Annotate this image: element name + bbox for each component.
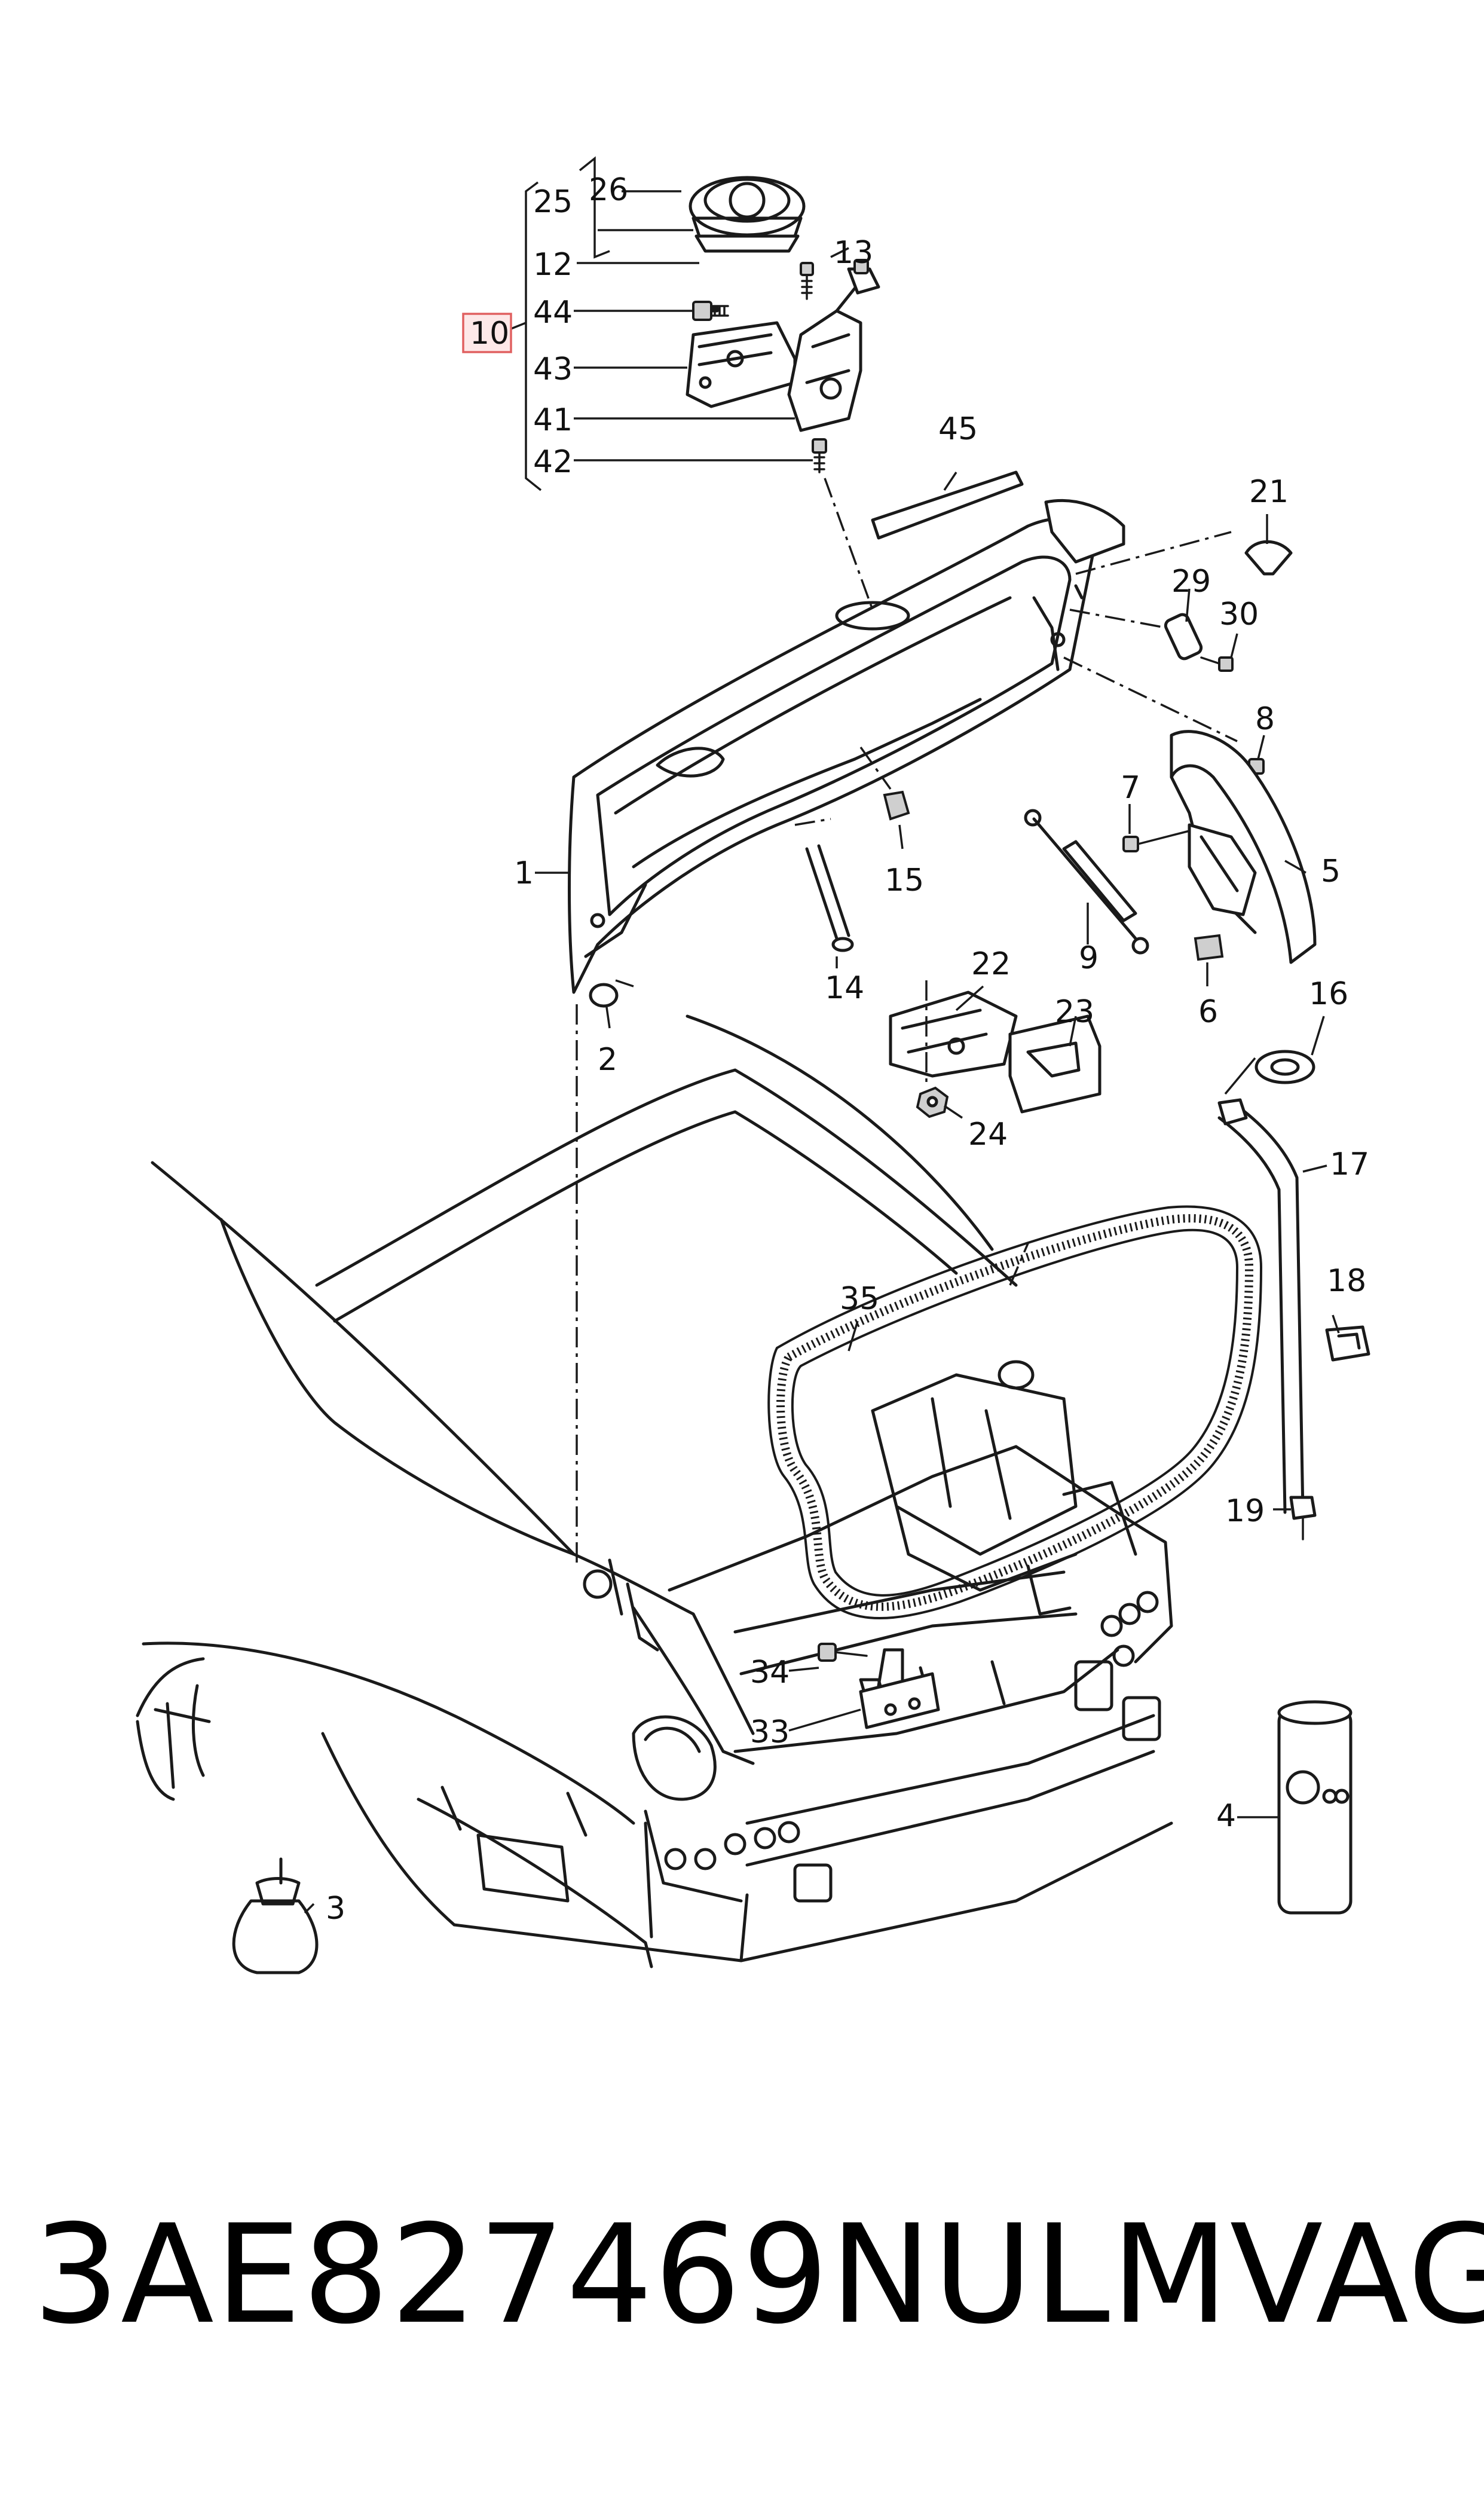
trunk-seal (767, 1205, 1263, 1619)
label-4: 4 (1216, 1798, 1236, 1834)
spoiler (871, 470, 1125, 564)
label-7: 7 (1121, 770, 1140, 806)
label-8: 8 (1255, 701, 1275, 737)
bracket-lines (510, 156, 849, 491)
label-5: 5 (1321, 854, 1341, 889)
footer-part-number: 3AE827469NULM VAG (33, 2195, 1484, 2354)
label-2: 2 (598, 1042, 617, 1078)
car-body (136, 1014, 1173, 1968)
label-12: 12 (533, 247, 573, 283)
trunk-lid (568, 517, 1096, 994)
label-16: 16 (1309, 976, 1348, 1012)
label-18: 18 (1327, 1263, 1366, 1299)
label-6: 6 (1198, 994, 1218, 1030)
label-leaders (304, 472, 1340, 1914)
label-44: 44 (533, 295, 573, 331)
highlight-box (462, 313, 512, 353)
label-21: 21 (1249, 474, 1289, 510)
label-25: 25 (533, 184, 573, 220)
label-17: 17 (1330, 1147, 1369, 1182)
label-13: 13 (834, 235, 873, 271)
label-14: 14 (825, 970, 864, 1006)
part-number: 3AE827469NULM (33, 2195, 1230, 2354)
label-34: 34 (750, 1655, 790, 1690)
label-33: 33 (750, 1714, 790, 1750)
label-22: 22 (971, 946, 1011, 982)
lock-assembly (686, 176, 880, 610)
label-9: 9 (1079, 940, 1099, 976)
label-23: 23 (1055, 994, 1094, 1030)
small-parts (232, 531, 1370, 1974)
label-35: 35 (840, 1281, 879, 1317)
label-45: 45 (938, 411, 978, 447)
label-29: 29 (1171, 564, 1211, 600)
label-43: 43 (533, 351, 573, 387)
brand-name: VAG (1229, 2195, 1484, 2354)
label-19: 19 (1225, 1493, 1265, 1529)
label-26: 26 (589, 172, 628, 208)
label-42: 42 (533, 444, 573, 480)
label-24: 24 (968, 1117, 1008, 1152)
label-30: 30 (1219, 597, 1259, 632)
labels: 1 2 3 4 5 6 7 8 9 10 12 13 14 15 16 17 1… (326, 172, 1369, 1927)
label-1: 1 (514, 855, 534, 891)
label-3: 3 (326, 1891, 345, 1927)
label-10: 10 (470, 316, 509, 351)
label-41: 41 (533, 402, 573, 438)
label-15: 15 (885, 863, 924, 898)
